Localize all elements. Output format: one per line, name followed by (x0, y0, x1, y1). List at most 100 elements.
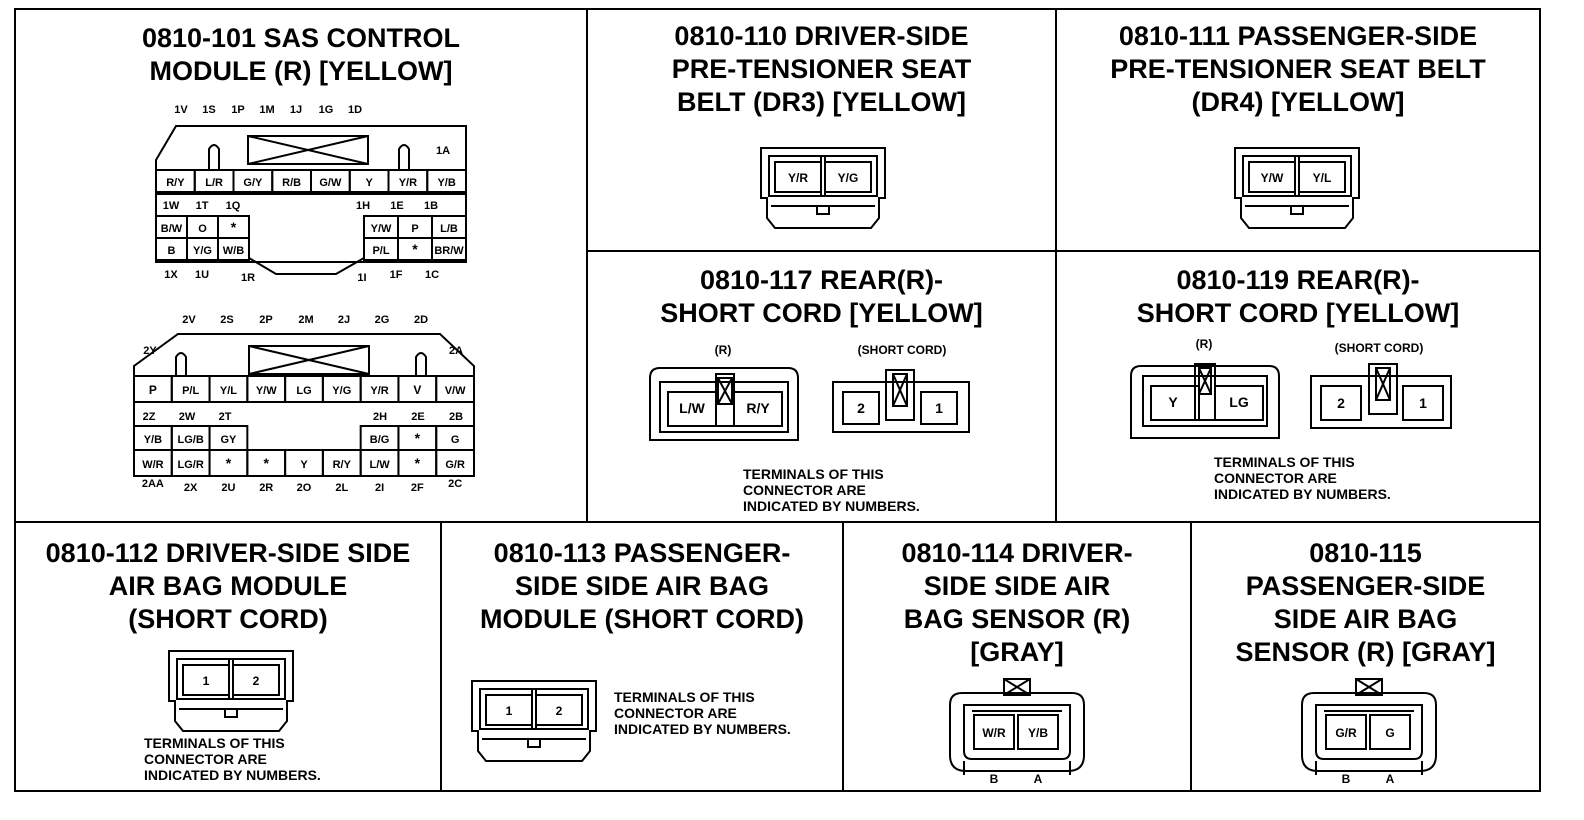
title-0810-117: 0810-117 REAR(R)- SHORT CORD [YELLOW] (660, 265, 983, 328)
label-r: (R) (1196, 337, 1213, 351)
note-0810-113: TERMINALS OF THIS CONNECTOR ARE INDICATE… (614, 689, 791, 737)
label-short-cord: (SHORT CORD) (1335, 341, 1424, 355)
wire-Y-W: Y/W (256, 385, 277, 397)
pin-id-1X: 1X (164, 269, 178, 281)
wire-B-G: B/G (370, 434, 390, 446)
panel-0810-114: 0810-114 DRIVER- SIDE SIDE AIR BAG SENSO… (842, 521, 1192, 792)
pin-label-Y-R: Y/R (788, 171, 808, 185)
panel-0810-112: 0810-112 DRIVER-SIDE SIDE AIR BAG MODULE… (14, 521, 442, 792)
pin-id-1I: 1I (357, 272, 366, 284)
wire-*: * (415, 455, 421, 471)
wire-Y: Y (300, 459, 308, 471)
wire-Y-G: Y/G (193, 245, 212, 257)
r-key-frame (1194, 363, 1216, 421)
note-0810-112: TERMINALS OF THIS CONNECTOR ARE INDICATE… (144, 735, 321, 783)
panel-0810-111: 0810-111 PASSENGER-SIDE PRE-TENSIONER SE… (1055, 8, 1541, 252)
pin-id-2A: 2A (449, 345, 463, 357)
pin-id-2M: 2M (298, 314, 313, 326)
pin-id-1W: 1W (163, 200, 180, 212)
pin-label-1: 1 (506, 704, 513, 718)
connector-shell (168, 650, 294, 732)
r-key-x (717, 377, 733, 405)
sc-key-x (1375, 367, 1391, 401)
pin-id-2AA: 2AA (142, 478, 164, 490)
sensor-pin-cell-b (1325, 714, 1367, 750)
pin-label-Y-W: Y/W (1261, 171, 1284, 185)
pretensioner-passenger-connector: Y/W Y/L (1234, 147, 1360, 229)
r-pin-cell-1 (1150, 385, 1200, 421)
sensor-pin-cell-a (1369, 714, 1411, 750)
connector-inner (1242, 155, 1352, 197)
c1-cell-Y-B (426, 169, 467, 193)
pin-id-1R: 1R (241, 272, 255, 284)
pin-label-Y-L: Y/L (1313, 171, 1332, 185)
connector-inner (768, 155, 878, 197)
sc-pin-label-2: 2 (1337, 395, 1345, 411)
sensor-key-x (1355, 678, 1383, 696)
c1-gap-frame (248, 216, 365, 263)
pin-id-2P: 2P (259, 314, 272, 326)
r-key-x-x2 (717, 377, 733, 405)
c1-lock-left (208, 144, 220, 170)
c2-shell-top (133, 333, 475, 376)
wire-R-Y: R/Y (166, 177, 185, 189)
pin-label-Y-G: Y/G (838, 171, 859, 185)
wire-Y-G: Y/G (332, 385, 351, 397)
pin-id-1Q: 1Q (226, 200, 241, 212)
sc-pin-label-1: 1 (935, 400, 943, 416)
sc-key-x-x2 (892, 373, 908, 407)
title-0810-119: 0810-119 REAR(R)- SHORT CORD [YELLOW] (1136, 265, 1460, 328)
latch-tab (816, 205, 830, 215)
wire-BR-W: BR/W (434, 245, 464, 257)
note-0810-117: TERMINALS OF THIS CONNECTOR ARE INDICATE… (743, 466, 920, 514)
pin-id-2C: 2C (448, 478, 462, 490)
sensor-pin-cell-b (973, 714, 1015, 750)
r-key-frame (715, 373, 735, 427)
sensor-pin-label-W-R: W/R (982, 726, 1006, 740)
pin-id-1U: 1U (195, 269, 209, 281)
wire-GY: GY (220, 434, 237, 446)
pin-id-1T: 1T (196, 200, 209, 212)
sc-pin-cell-1 (920, 391, 958, 425)
sensor-pin-label-G: G (1385, 726, 1394, 740)
c1-key-x-x2 (247, 135, 369, 165)
wire-*: * (263, 455, 269, 471)
wire-P-L: P/L (182, 385, 199, 397)
sensor-pos-a: A (1034, 772, 1043, 785)
pin-id-1C: 1C (425, 269, 439, 281)
pin-id-2H: 2H (373, 411, 387, 423)
panel-0810-101: 0810-101 SAS CONTROL MODULE (R) [YELLOW]… (14, 8, 588, 523)
sensor-shell (949, 692, 1085, 772)
pin-id-2F: 2F (411, 482, 424, 494)
c2-key-x-x2 (248, 345, 370, 375)
panel-0810-117: 0810-117 REAR(R)- SHORT CORD [YELLOW] (R… (586, 250, 1057, 523)
wire-W-R: W/R (142, 459, 163, 471)
r-connector-shell (1130, 365, 1280, 439)
c2-lock-left (175, 352, 187, 376)
r-inner (659, 381, 789, 433)
pin-id-1J: 1J (290, 104, 302, 116)
pin-id-1H: 1H (356, 200, 370, 212)
panel-0810-119: 0810-119 REAR(R)- SHORT CORD [YELLOW] (R… (1055, 250, 1541, 523)
wire-G-R: G/R (445, 459, 465, 471)
c1-shell-top (155, 125, 467, 170)
title-0810-112: 0810-112 DRIVER-SIDE SIDE AIR BAG MODULE… (45, 538, 411, 634)
r-pin-label-L-W: L/W (679, 400, 705, 416)
r-key-x (1198, 367, 1212, 395)
connector-inner (479, 688, 589, 730)
wire-*: * (412, 241, 418, 257)
title-0810-113: 0810-113 PASSENGER- SIDE SIDE AIR BAG MO… (480, 538, 804, 634)
pin-label-2: 2 (253, 674, 260, 688)
pin-id-2T: 2T (219, 411, 232, 423)
pin-id-2I: 2I (375, 482, 384, 494)
r-pin-label-Y: Y (1168, 394, 1178, 410)
wire-Y-R: Y/R (370, 385, 388, 397)
sc-pin-label-1: 1 (1419, 395, 1427, 411)
wire-R-B: R/B (282, 177, 301, 189)
pin-id-1F: 1F (390, 269, 403, 281)
wire-Y-L: Y/L (220, 385, 237, 397)
